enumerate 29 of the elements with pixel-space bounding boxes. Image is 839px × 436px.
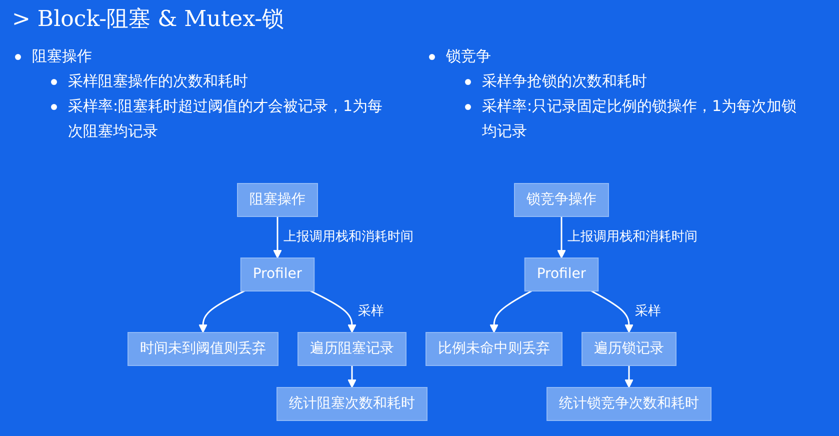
node-box: 锁竞争操作	[514, 183, 609, 217]
arrow	[273, 216, 282, 258]
arrow	[624, 366, 634, 388]
arrow	[591, 290, 634, 333]
node-box: Profiler	[524, 258, 599, 292]
arrow	[348, 366, 356, 388]
bullet-heading: 阻塞操作	[32, 47, 92, 65]
bullet-text: 采样争抢锁的次数和耗时	[482, 72, 647, 90]
node-box: 时间未到阈值则丢弃	[128, 332, 278, 366]
bullet-heading: 锁竞争	[446, 47, 491, 65]
bullet-text: 采样率:只记录固定比例的锁操作，1为每次加锁均记录	[482, 97, 797, 140]
bullet-text: 采样率:阻塞耗时超过阈值的才会被记录，1为每次阻塞均记录	[68, 97, 383, 140]
node-box: 统计阻塞次数和耗时	[276, 387, 428, 421]
node-box: 统计锁竞争次数和耗时	[546, 387, 712, 421]
bullet-text: 采样阻塞操作的次数和耗时	[68, 72, 248, 90]
node-box: 遍历阻塞记录	[298, 332, 406, 366]
node-box: 遍历锁记录	[582, 332, 676, 366]
arrow	[557, 216, 566, 258]
arrow	[198, 290, 245, 333]
node-box: 比例未命中则丢弃	[426, 332, 562, 366]
edge-label: 上报调用栈和消耗时间	[284, 230, 414, 244]
slide-title: > Block-阻塞 & Mutex-锁	[12, 6, 284, 34]
edge-label: 采样	[635, 304, 661, 319]
node-box: 阻塞操作	[237, 183, 318, 217]
edge-label: 采样	[358, 304, 384, 319]
arrow	[310, 290, 356, 333]
node-box: Profiler	[240, 258, 315, 292]
edge-label: 上报调用栈和消耗时间	[568, 230, 698, 244]
arrow	[490, 290, 532, 333]
